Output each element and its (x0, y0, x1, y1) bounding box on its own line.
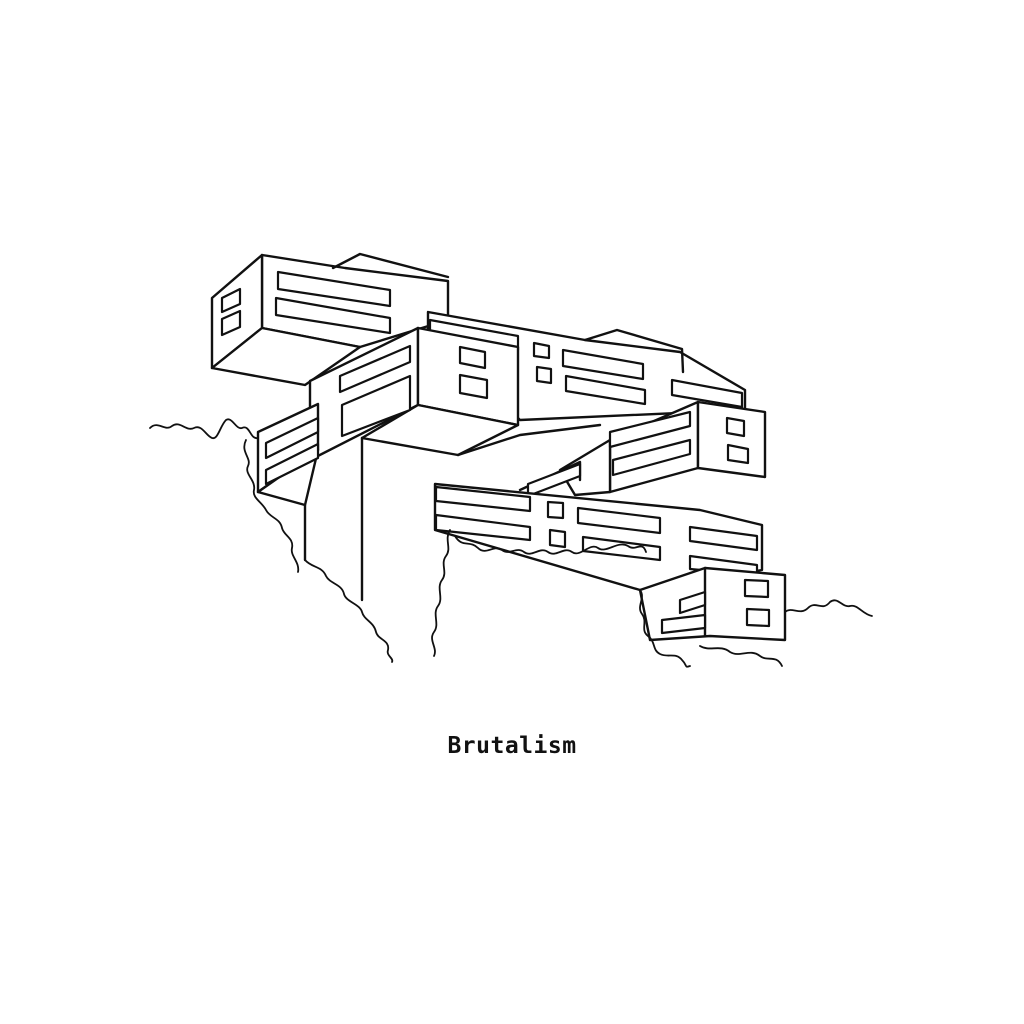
central-block (308, 326, 520, 462)
caption-title: Brutalism (447, 733, 577, 759)
foliage (149, 418, 873, 668)
right-block (456, 400, 767, 498)
left-lower-block (256, 402, 320, 507)
lower-right-block (638, 566, 787, 642)
upper-left-block (210, 252, 450, 387)
central-pillar (303, 436, 364, 602)
